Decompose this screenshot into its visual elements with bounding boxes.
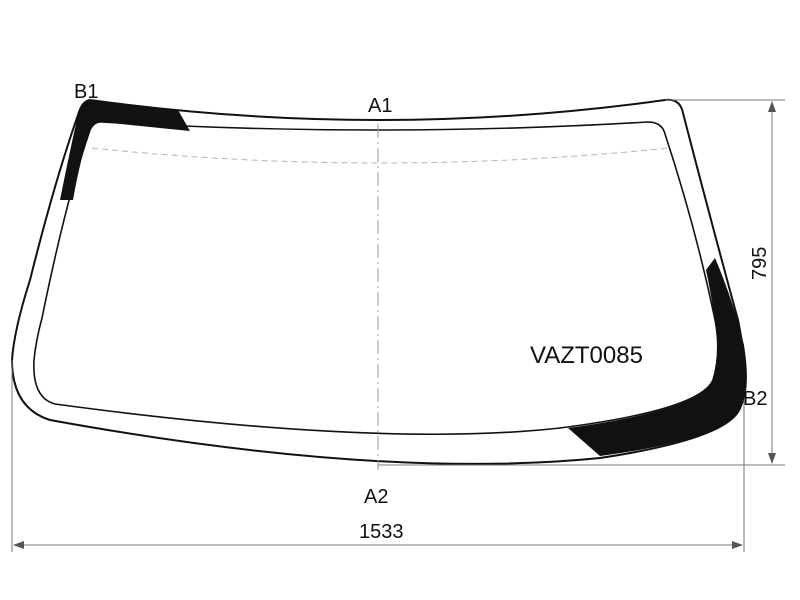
label-b1: B1	[74, 81, 98, 103]
glass-inner-outline	[33, 121, 719, 436]
glass-outer-outline	[10, 98, 746, 465]
height-dimension-value: 795	[749, 247, 771, 280]
product-code: VAZT0085	[530, 342, 643, 369]
height-arrow-bottom	[768, 453, 776, 464]
label-b2: B2	[743, 388, 767, 410]
width-arrow-left	[13, 541, 24, 549]
height-arrow-top	[768, 101, 776, 112]
dashed-guide-line	[91, 147, 669, 164]
width-dimension-value: 1533	[359, 521, 404, 543]
label-a2: A2	[364, 486, 388, 508]
width-arrow-right	[732, 541, 743, 549]
label-a1: A1	[368, 95, 392, 117]
shaded-region-b2	[568, 258, 747, 456]
shaded-region-b1	[60, 100, 190, 200]
